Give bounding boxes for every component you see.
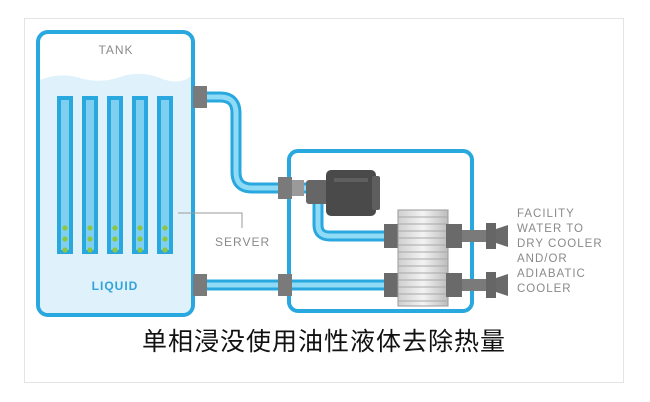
server-rack [57,96,173,254]
server-blade [57,96,73,254]
server-blade [82,96,98,254]
server-blade [157,96,173,254]
facility-water-ports [462,223,508,298]
server-blade [107,96,123,254]
server-blade [132,96,148,254]
server-label: SERVER [215,235,271,249]
pipe-fittings [193,86,304,296]
liquid-label: LIQUID [91,279,139,293]
tank-label: TANK [98,43,134,57]
heat-exchanger [384,209,462,307]
pump [306,170,380,216]
facility-water-label: FACILITY WATER TO DRY COOLER AND/OR ADIA… [517,208,603,295]
diagram-caption: 单相浸没使用油性液体去除热量 [141,327,506,356]
server-leader-line [178,212,243,228]
